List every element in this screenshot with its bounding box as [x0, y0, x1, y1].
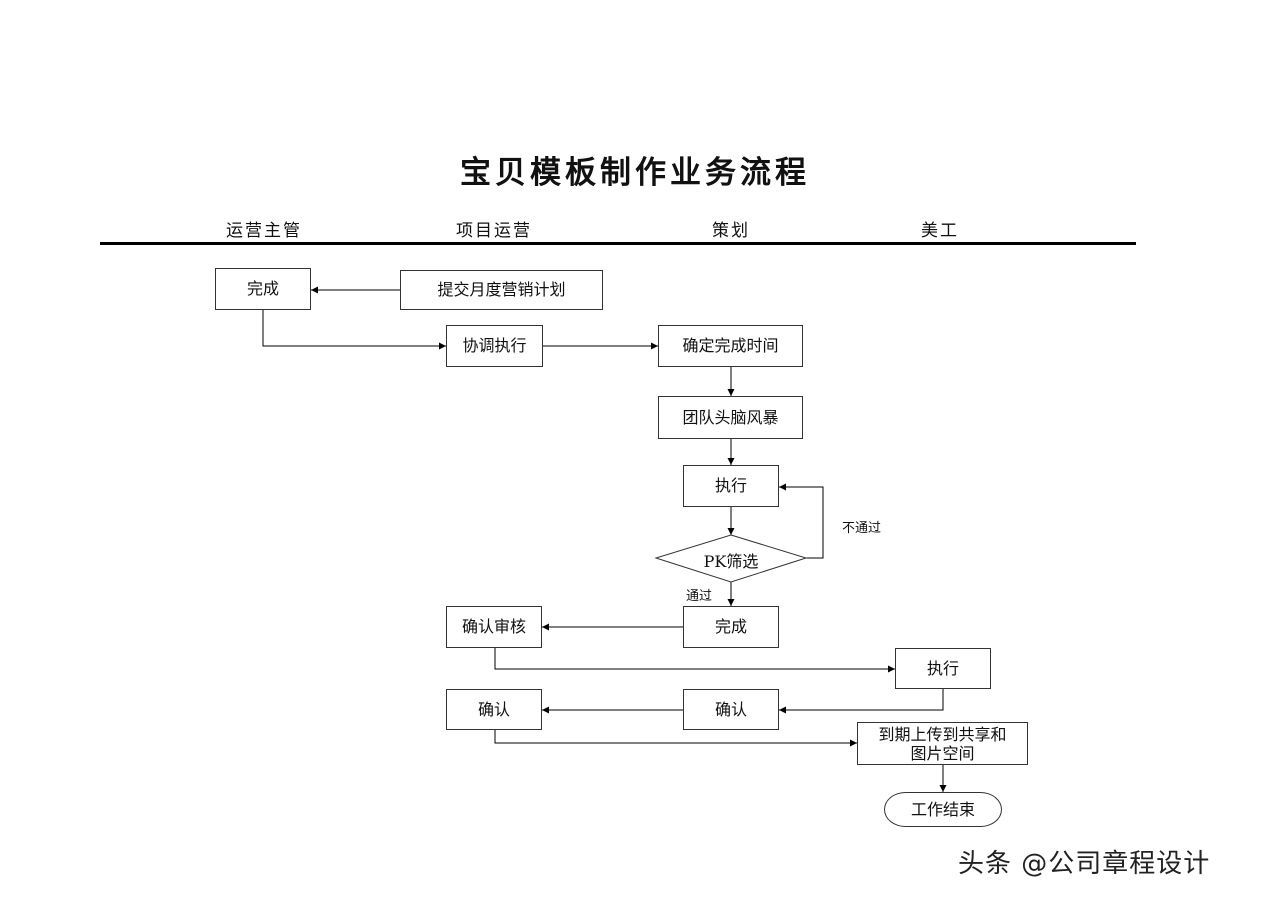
edge-complete-to-coordinate	[262, 310, 446, 350]
lane-header-project-ops: 项目运营	[456, 221, 532, 241]
node-submit-plan: 提交月度营销计划	[400, 270, 603, 310]
edge-review-to-art	[494, 648, 895, 673]
watermark: 头条 @公司章程设计	[958, 849, 1211, 879]
node-review: 确认审核	[446, 606, 542, 648]
header-divider	[100, 242, 1136, 245]
edge-pk-fail-loop	[779, 483, 824, 559]
node-set-time: 确定完成时间	[658, 325, 803, 367]
lane-header-art: 美工	[921, 221, 959, 241]
node-execute-art: 执行	[895, 648, 991, 689]
node-complete-top: 完成	[215, 268, 311, 310]
node-upload: 到期上传到共享和 图片空间	[857, 722, 1028, 765]
node-upload-line1: 到期上传到共享和	[878, 724, 1007, 744]
node-coordinate: 协调执行	[446, 325, 543, 367]
lane-header-planning: 策划	[712, 221, 750, 241]
edge-confirm-to-upload	[494, 730, 857, 747]
node-pk-screen-label: PK筛选	[703, 552, 759, 571]
node-brainstorm: 团队头脑风暴	[658, 396, 803, 439]
diagram-title: 宝贝模板制作业务流程	[460, 155, 810, 191]
node-upload-line2: 图片空间	[910, 743, 975, 763]
node-confirm-left: 确认	[446, 689, 542, 730]
edge-label-pass: 通过	[686, 589, 713, 604]
pk-decision-diamond	[654, 534, 808, 583]
lane-header-ops-manager: 运营主管	[226, 221, 302, 241]
node-end: 工作结束	[884, 792, 1002, 827]
node-confirm-mid: 确认	[683, 689, 779, 730]
edge-label-fail: 不通过	[842, 521, 882, 536]
node-execute-plan: 执行	[683, 465, 779, 507]
edge-art-to-confirm	[779, 689, 944, 714]
node-complete-plan: 完成	[683, 606, 779, 648]
